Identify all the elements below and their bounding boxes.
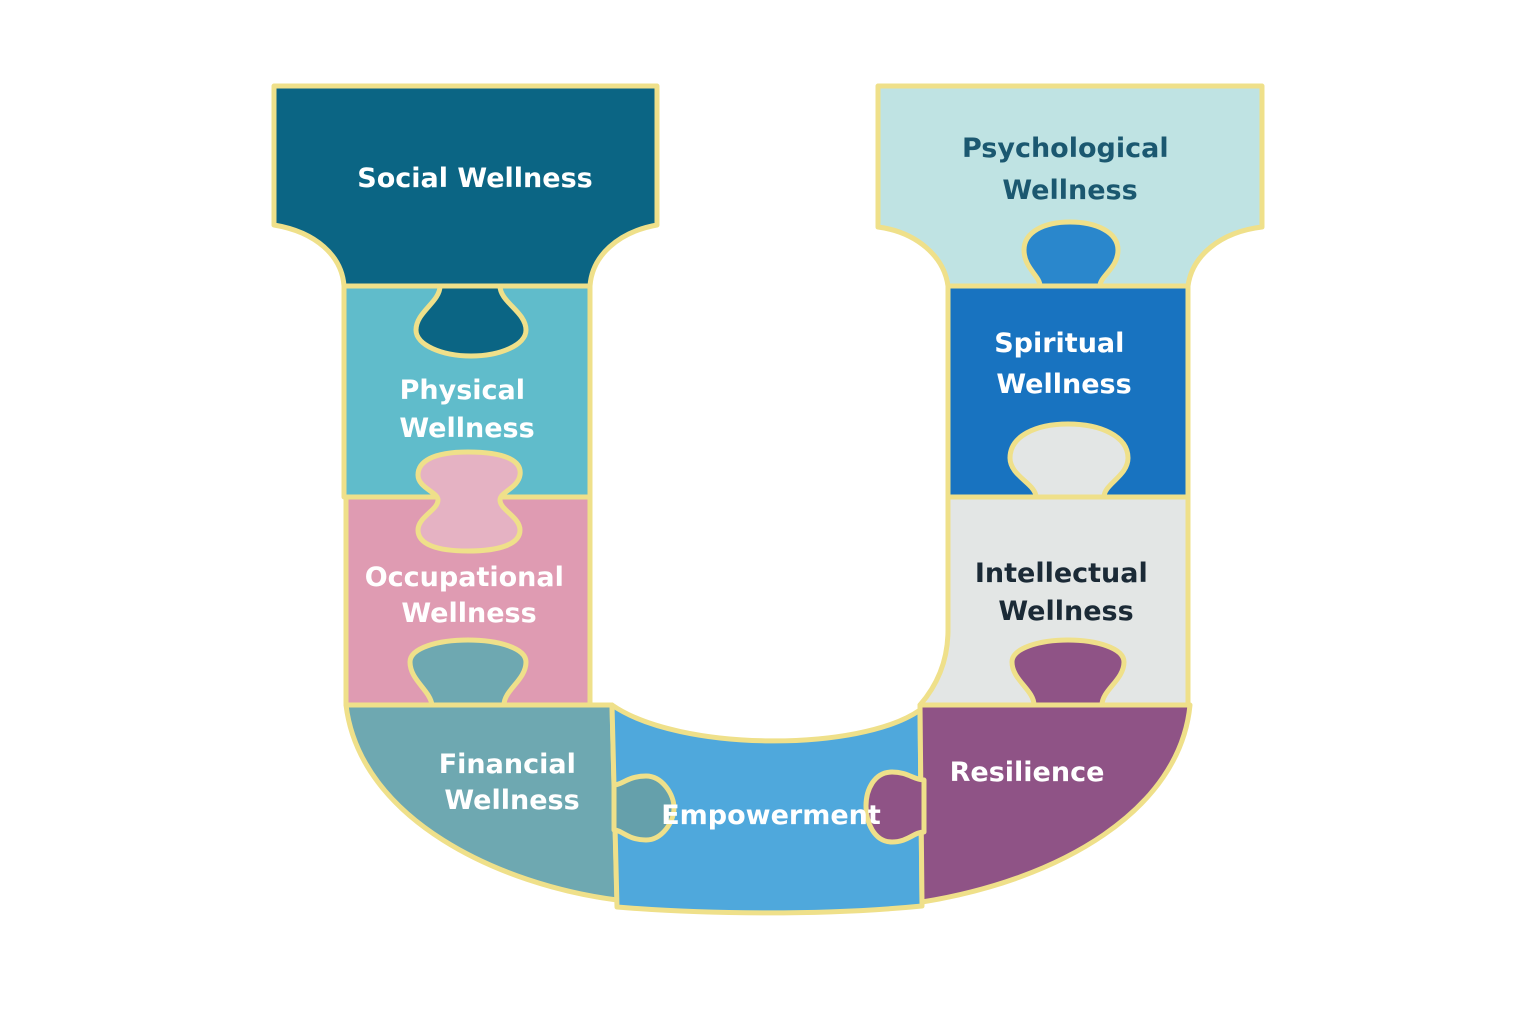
tab-spiritual-into-psychological <box>1021 219 1121 289</box>
label-financial-wellness: Financial Wellness <box>439 749 586 816</box>
label-empowerment: Empowerment <box>661 800 881 831</box>
tab-financial-into-empowerment <box>611 773 677 843</box>
label-occupational-wellness: Occupational Wellness <box>365 562 574 629</box>
piece-resilience <box>917 702 1193 905</box>
label-intellectual-wellness: Intellectual Wellness <box>975 558 1157 627</box>
tab-occupational-into-physical <box>415 449 523 554</box>
tab-financial-into-occupational <box>407 637 529 708</box>
label-psychological-wellness: Psychological Wellness <box>962 133 1178 206</box>
label-physical-wellness: Physical Wellness <box>399 375 534 444</box>
tab-social-into-physical <box>413 283 529 359</box>
label-social-wellness: Social Wellness <box>357 163 592 194</box>
label-resilience: Resilience <box>950 757 1105 788</box>
label-spiritual-wellness: Spiritual Wellness <box>994 328 1134 400</box>
piece-financial-wellness <box>343 702 620 903</box>
piece-social-wellness <box>271 83 660 289</box>
tab-resilience-into-intellectual <box>1009 637 1127 708</box>
tab-resilience-into-empowerment <box>863 769 927 845</box>
tab-intellectual-into-spiritual <box>1007 421 1131 500</box>
piece-psychological-wellness <box>875 83 1265 289</box>
